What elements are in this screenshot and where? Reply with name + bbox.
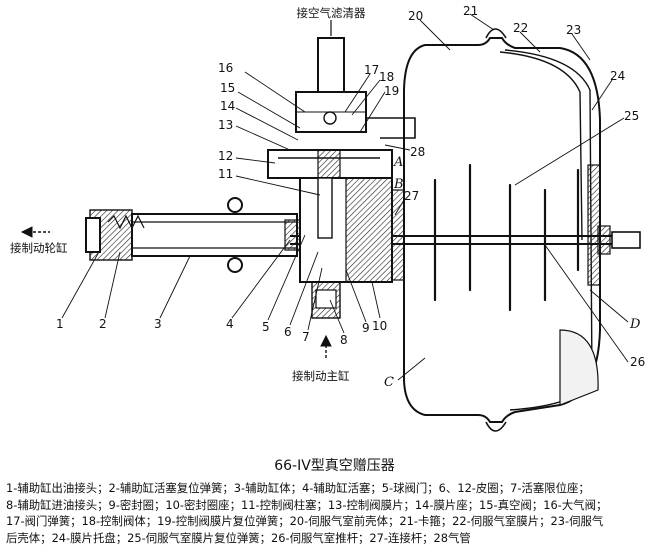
label-air-filter: 接空气滤清器	[297, 6, 366, 20]
callout: 11	[218, 167, 233, 181]
label-wheel-cylinder: 接制动轮缸	[10, 241, 68, 255]
callout: 1	[56, 317, 64, 331]
callout: 14	[220, 99, 235, 113]
legend-line: 1-辅助缸出油接头；2-辅助缸活塞复位弹簧；3-辅助缸体；4-辅助缸活塞；5-球…	[6, 481, 590, 495]
legend-line: 后壳体；24-膜片托盘；25-伺服气室膜片复位弹簧；26-伺服气室推杆；27-连…	[6, 530, 471, 545]
callout: 15	[220, 81, 235, 95]
callout: 8	[340, 333, 348, 347]
callout: 19	[384, 84, 399, 98]
callout: 26	[630, 355, 645, 369]
servo-chamber	[403, 28, 601, 432]
callout: 3	[154, 317, 162, 331]
marker-a: A	[393, 155, 403, 170]
marker-b: B	[393, 177, 404, 192]
callout: 16	[218, 61, 233, 75]
marker-d: D	[629, 317, 641, 332]
callout: 22	[513, 21, 528, 35]
callout: 18	[379, 70, 394, 84]
callout: 4	[226, 317, 234, 331]
callout: 7	[302, 330, 310, 344]
legend-line: 8-辅助缸进油接头；9-密封圈；10-密封圈座；11-控制阀柱塞；13-控制阀膜…	[6, 497, 608, 512]
figure-caption: 66-IV型真空赠压器	[274, 458, 395, 474]
callout: 23	[566, 23, 581, 37]
callouts-bottom: 1 2 3 4 5 6 7 8 9 10 26	[56, 317, 645, 369]
callout: 6	[284, 325, 292, 339]
control-valve	[267, 37, 416, 319]
label-master-cylinder: 接制动主缸	[292, 369, 350, 383]
callout: 10	[372, 319, 387, 333]
parts-legend: 1-辅助缸出油接头；2-辅助缸活塞复位弹簧；3-辅助缸体；4-辅助缸活塞；5-球…	[6, 480, 664, 546]
legend-line: 17-阀门弹簧；18-控制阀体；19-控制阀膜片复位弹簧；20-伺服气室前壳体；…	[6, 514, 604, 529]
callout: 28	[410, 145, 425, 159]
callouts-top: 16 17 18 19 15 14 13 12 11 20 21 22 23 2…	[218, 4, 639, 203]
callout: 27	[404, 189, 419, 203]
return-spring	[433, 163, 580, 312]
callout: 21	[463, 4, 478, 18]
marker-c: C	[384, 375, 394, 390]
flow-arrows	[20, 20, 332, 358]
callout: 20	[408, 9, 423, 23]
callout: 2	[99, 317, 107, 331]
callout: 5	[262, 320, 270, 334]
callout: 9	[362, 321, 370, 335]
callout: 25	[624, 109, 639, 123]
callout: 12	[218, 149, 233, 163]
callout: 24	[610, 69, 625, 83]
callout: 13	[218, 118, 233, 132]
leader-lines	[61, 13, 629, 381]
auxiliary-cylinder	[85, 197, 308, 273]
letter-markers: A B C D	[384, 155, 641, 390]
callout: 17	[364, 63, 379, 77]
